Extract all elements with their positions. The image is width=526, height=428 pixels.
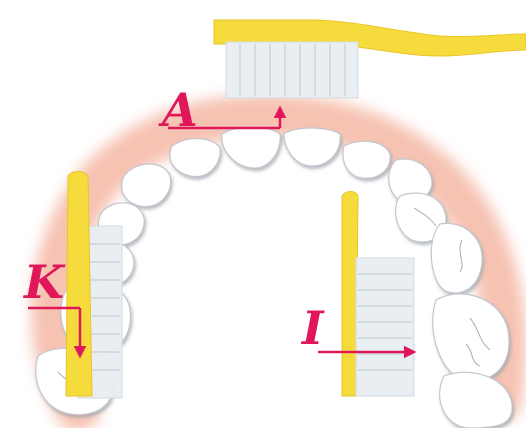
tooth-central-incisor-left: [222, 127, 280, 168]
tooth-canine-left: [122, 164, 171, 207]
tooth-lateral-incisor-left: [170, 139, 220, 177]
toothbrush-top-bristles: [226, 42, 358, 98]
tooth-lateral-incisor-right: [343, 141, 390, 178]
toothbrush-left-handle: [66, 172, 92, 397]
toothbrush-top-icon: [214, 20, 526, 98]
toothbrush-right-bristles: [356, 258, 414, 396]
label-k: K: [22, 255, 66, 309]
label-i: I: [300, 301, 325, 355]
tooth-central-incisor-right: [284, 128, 340, 166]
